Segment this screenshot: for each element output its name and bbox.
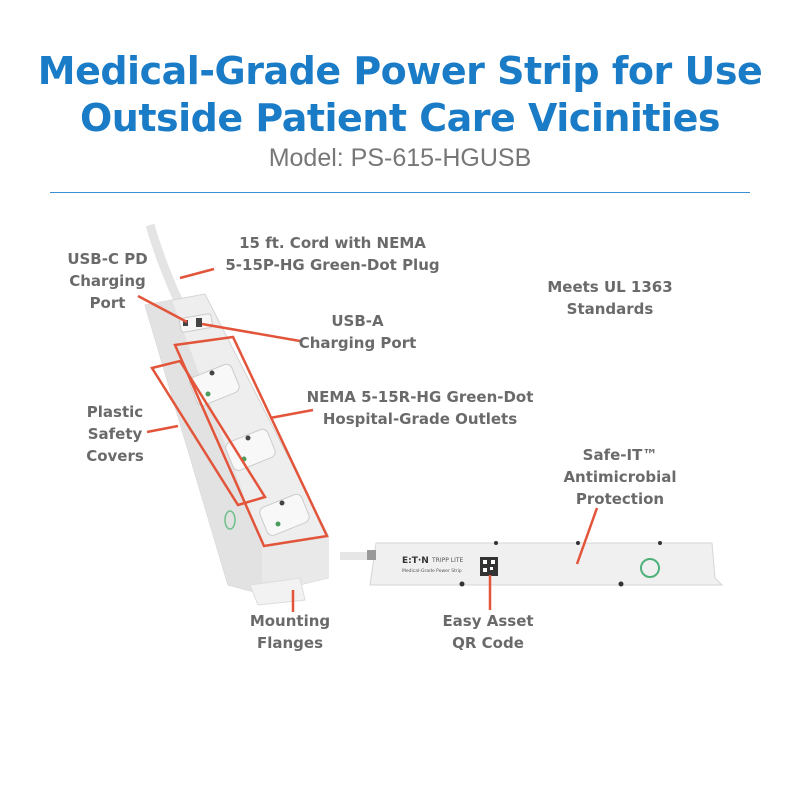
callout-outlets-line1: NEMA 5-15R-HG Green-Dot <box>306 388 534 406</box>
power-cord <box>145 223 183 302</box>
callout-qr: Easy Asset QR Code <box>438 610 538 654</box>
callout-safe-it-line3: Protection <box>575 490 665 508</box>
callout-cord-line1: 15 ft. Cord with NEMA <box>239 234 426 252</box>
callout-usb-a-line1: USB-A <box>331 312 384 330</box>
callout-ul: Meets UL 1363 Standards <box>545 276 675 320</box>
qr-code-icon <box>480 557 498 576</box>
callout-covers-line3: Covers <box>86 447 144 465</box>
product-name: Medical-Grade Power Strip <box>402 568 462 574</box>
callout-qr-line1: Easy Asset <box>442 612 534 630</box>
callout-cord-line2: 5-15P-HG Green-Dot Plug <box>225 256 440 274</box>
callout-ul-line2: Standards <box>566 300 654 318</box>
antimicrobial-icon <box>640 558 660 578</box>
page-title-line1: Medical-Grade Power Strip for Use <box>37 49 763 93</box>
callout-safe-it-line1: Safe-IT™ <box>582 446 658 464</box>
page-title-line2: Outside Patient Care Vicinities <box>80 96 721 140</box>
outlets-highlight-box <box>173 335 329 548</box>
callout-usb-c-line1: USB-C PD <box>67 250 148 268</box>
covers-highlight-box <box>150 359 267 507</box>
usb-c-port <box>183 320 188 326</box>
callout-usb-c: USB-C PD Charging Port <box>55 248 160 314</box>
callout-safe-it-line2: Antimicrobial <box>563 468 677 486</box>
usb-a-port <box>196 318 202 327</box>
callout-covers-line2: Safety <box>87 425 143 443</box>
callout-usb-c-line2: Charging <box>69 272 146 290</box>
callout-flanges-line2: Flanges <box>256 634 324 652</box>
callout-outlets-line2: Hospital-Grade Outlets <box>322 410 518 428</box>
product-brand: E:T·N <box>402 556 429 566</box>
callout-usb-a: USB-A Charging Port <box>295 310 420 354</box>
callout-flanges-line1: Mounting <box>249 612 331 630</box>
vertical-power-strip <box>144 293 329 606</box>
horizontal-power-strip: E:T·N TRIPP LITE Medical-Grade Power Str… <box>340 541 724 587</box>
callout-outlets: NEMA 5-15R-HG Green-Dot Hospital-Grade O… <box>305 386 535 430</box>
callout-covers-line1: Plastic <box>86 403 144 421</box>
model-number: Model: PS-615-HGUSB <box>268 144 532 172</box>
callout-safe-it: Safe-IT™ Antimicrobial Protection <box>555 444 685 510</box>
callout-lines <box>137 267 599 612</box>
callout-covers: Plastic Safety Covers <box>75 401 155 467</box>
callout-usb-c-line3: Port <box>89 294 126 312</box>
divider <box>50 192 750 193</box>
mounting-flange <box>249 577 306 606</box>
product-sub-brand: TRIPP LITE <box>431 557 464 564</box>
callout-usb-a-line2: Charging Port <box>298 334 417 352</box>
callout-ul-line1: Meets UL 1363 <box>547 278 673 296</box>
callout-qr-line2: QR Code <box>452 634 524 652</box>
callout-cord: 15 ft. Cord with NEMA 5-15P-HG Green-Dot… <box>210 232 455 276</box>
callout-flanges: Mounting Flanges <box>240 610 340 654</box>
